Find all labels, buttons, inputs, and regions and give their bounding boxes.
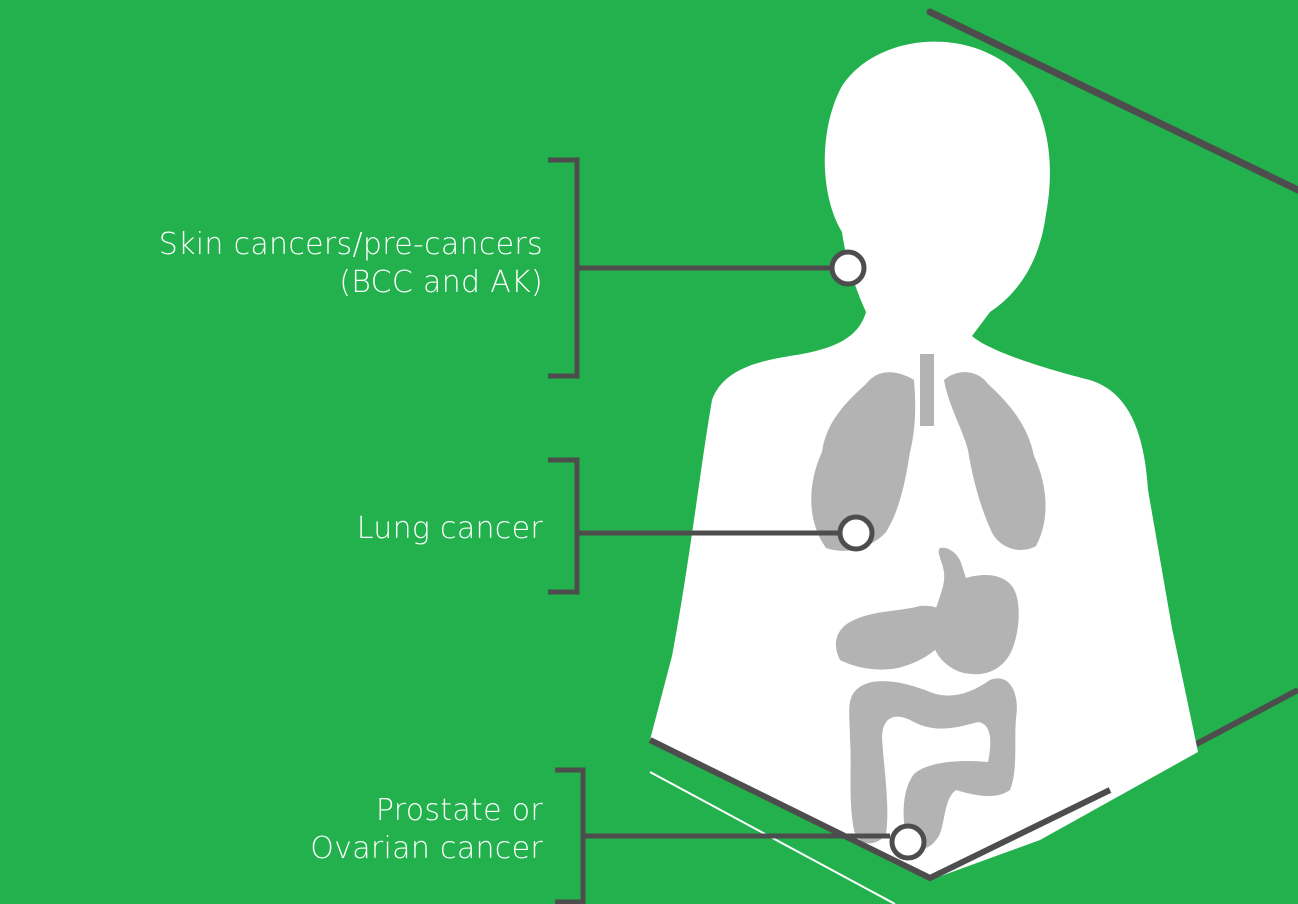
prostate-bracket — [555, 770, 583, 902]
trachea — [920, 354, 934, 426]
skin-marker[interactable] — [832, 252, 864, 284]
prostate-cancer-label: Prostate or Ovarian cancer — [310, 792, 543, 868]
lung-marker[interactable] — [840, 517, 872, 549]
skin-label-line1: Skin cancers/pre-cancers — [159, 226, 543, 264]
skin-bracket — [548, 160, 577, 376]
lung-bracket — [548, 460, 577, 592]
prostate-label-line2: Ovarian cancer — [310, 830, 543, 868]
lung-label-line1: Lung cancer — [357, 510, 543, 548]
prostate-marker[interactable] — [892, 826, 924, 858]
lung-cancer-label: Lung cancer — [357, 510, 543, 548]
skin-cancer-label: Skin cancers/pre-cancers (BCC and AK) — [159, 226, 543, 302]
prostate-label-line1: Prostate or — [310, 792, 543, 830]
human-silhouette — [650, 42, 1198, 880]
skin-label-line2: (BCC and AK) — [159, 264, 543, 302]
